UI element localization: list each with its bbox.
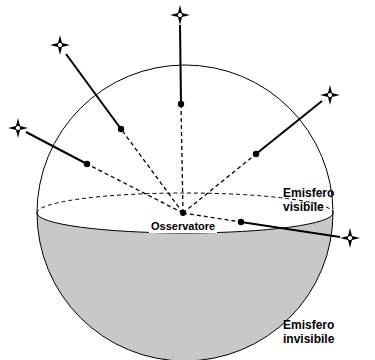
observer-label: Osservatore (149, 220, 217, 233)
intersection-dots (84, 101, 259, 225)
hemisphere-label: Emisfero invisibile (283, 318, 369, 347)
hemisphere-label: Emisfero visibile (283, 186, 369, 215)
